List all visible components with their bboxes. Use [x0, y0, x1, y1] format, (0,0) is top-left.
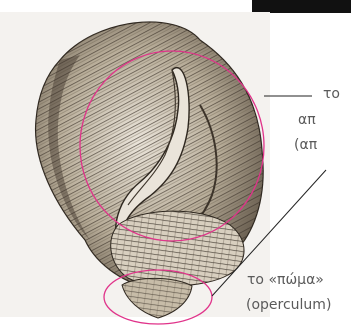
label-lower-line-2: (operculum) [246, 295, 331, 315]
shell-lower-whorl [111, 211, 244, 286]
label-upper-line-3: (απ [294, 135, 317, 155]
label-upper-line-2: απ [298, 110, 316, 130]
label-upper-line-1: το [323, 84, 340, 104]
label-lower-line-1: το «πώμα» [247, 270, 324, 290]
